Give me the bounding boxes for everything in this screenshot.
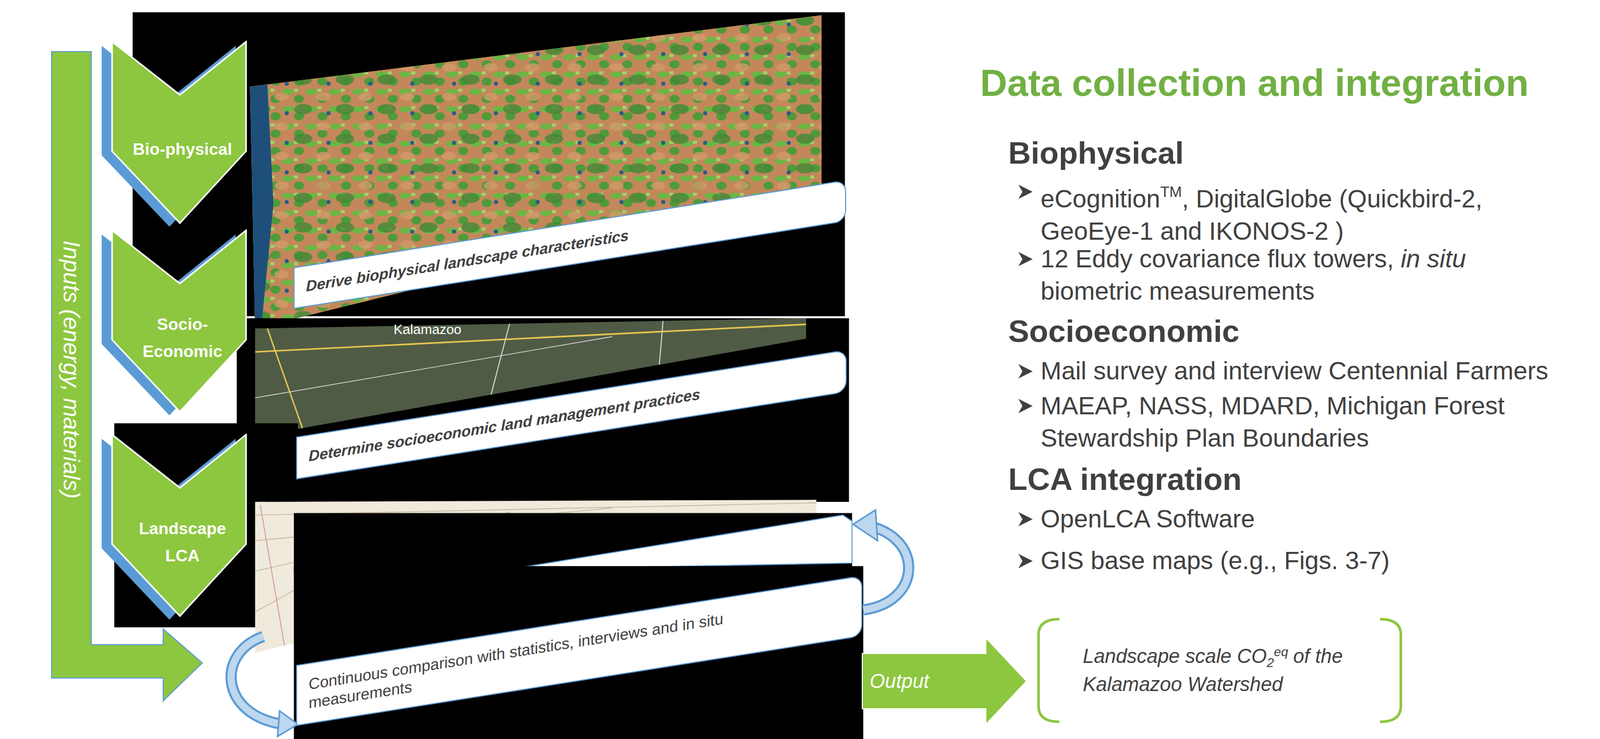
section-heading-row: LCA integration xyxy=(1008,461,1242,498)
bracket-text-part: eq xyxy=(1274,644,1289,659)
illustration-part xyxy=(294,566,864,739)
bullet-text: TM xyxy=(1160,183,1183,201)
chevron-face xyxy=(112,41,247,224)
illustration-part xyxy=(522,515,852,570)
bracket-text-area: Landscape scale CO2eqof the Kalamazoo Wa… xyxy=(1082,617,1380,725)
bullet-row: GIS base maps (e.g., Figs. 3-7) xyxy=(1040,544,1568,578)
diagram-title: Data collection and integration xyxy=(980,62,1529,104)
illustration-part xyxy=(1018,512,1033,527)
chevron-label: Socio-Economic xyxy=(127,310,238,365)
bullet-row: MAEAP, NASS, MDARD, Michigan Forest Stew… xyxy=(1040,389,1568,455)
chevron-step: Landscape LCA xyxy=(99,433,248,622)
chevron-label: Landscape LCA xyxy=(127,515,238,570)
bracket-text-part: Landscape scale CO xyxy=(1082,645,1267,668)
section-heading: Biophysical xyxy=(1008,135,1184,171)
chevron-shape xyxy=(99,40,248,229)
chevron-text-area: Landscape LCA xyxy=(127,496,238,588)
illustration-part xyxy=(250,84,274,329)
bullet-row: Mail survey and interview Centennial Far… xyxy=(1040,355,1568,388)
illustration-part xyxy=(250,15,822,329)
illustration-part xyxy=(294,513,853,574)
illustration-part xyxy=(852,510,878,542)
chevron-text-area: Bio-physical xyxy=(127,103,238,195)
bullet-row: 12 Eddy covariance flux towers,in situ bi… xyxy=(1040,242,1568,308)
illustration-part xyxy=(250,15,822,329)
edge-label: Output xyxy=(869,668,930,695)
illustration-part xyxy=(230,636,282,725)
bracket-text-part: 2 xyxy=(1266,655,1275,670)
bullet-text: 12 Eddy covariance flux towers, xyxy=(1040,242,1395,276)
bullet-text: eCognition xyxy=(1040,185,1161,213)
bullet-text: Mail survey and interview Centennial Far… xyxy=(1040,357,1549,385)
bullet-row: eCognitionTM, DigitalGlobe (Quickbird-2,… xyxy=(1040,175,1568,248)
bullet-text: GIS base maps (e.g., Figs. 3-7) xyxy=(1040,546,1390,575)
illustration-part xyxy=(1018,398,1033,413)
illustration-part xyxy=(1018,554,1033,569)
illustration-part xyxy=(267,328,307,439)
bullet-text: in situ xyxy=(1400,242,1467,276)
illustration-part xyxy=(236,318,849,503)
illustration-part xyxy=(1018,364,1033,379)
illustration-part xyxy=(230,636,282,725)
bracket-shape xyxy=(1035,617,1404,725)
illustration-part xyxy=(1018,251,1033,266)
illustration-part xyxy=(254,324,806,352)
bullet-text: biometric measurements xyxy=(1040,275,1315,308)
chevron-step: Bio-physical xyxy=(99,40,248,229)
chevron-text-area: Socio-Economic xyxy=(127,291,238,384)
chevron-label: Bio-physical xyxy=(132,135,232,163)
output-arrow xyxy=(862,638,1027,725)
bullet-row: OpenLCA Software xyxy=(1040,503,1568,536)
illustration-part xyxy=(254,336,613,398)
illustration-part xyxy=(863,525,909,610)
illustration-part xyxy=(1018,184,1033,199)
chevron-face xyxy=(112,230,247,412)
bullet-text: MAEAP, NASS, MDARD, Michigan Forest Stew… xyxy=(1040,392,1505,453)
left-bracket xyxy=(1038,619,1060,723)
section-heading: Socioeconomic xyxy=(1008,313,1240,349)
illustration-part xyxy=(250,15,822,329)
section-heading-row: Socioeconomic xyxy=(1008,313,1240,350)
chevron-step: Socio-Economic xyxy=(99,229,248,418)
section-heading: LCA integration xyxy=(1008,461,1242,497)
bullet-text: OpenLCA Software xyxy=(1040,505,1255,533)
chevron-face xyxy=(112,434,247,617)
illustration-part xyxy=(277,711,298,737)
rotated-label: Inputs (energy, materials) xyxy=(58,240,85,499)
bracket-text: Landscape scale CO2eqof the Kalamazoo Wa… xyxy=(1082,643,1380,699)
section-heading-row: Biophysical xyxy=(1008,135,1184,172)
illustration-part xyxy=(863,525,909,610)
map-place-label: Kalamazoo xyxy=(393,321,462,338)
illustration-part xyxy=(260,505,286,654)
right-bracket xyxy=(1379,619,1401,723)
output-bracket: Landscape scale CO2eqof the Kalamazoo Wa… xyxy=(1035,617,1404,725)
